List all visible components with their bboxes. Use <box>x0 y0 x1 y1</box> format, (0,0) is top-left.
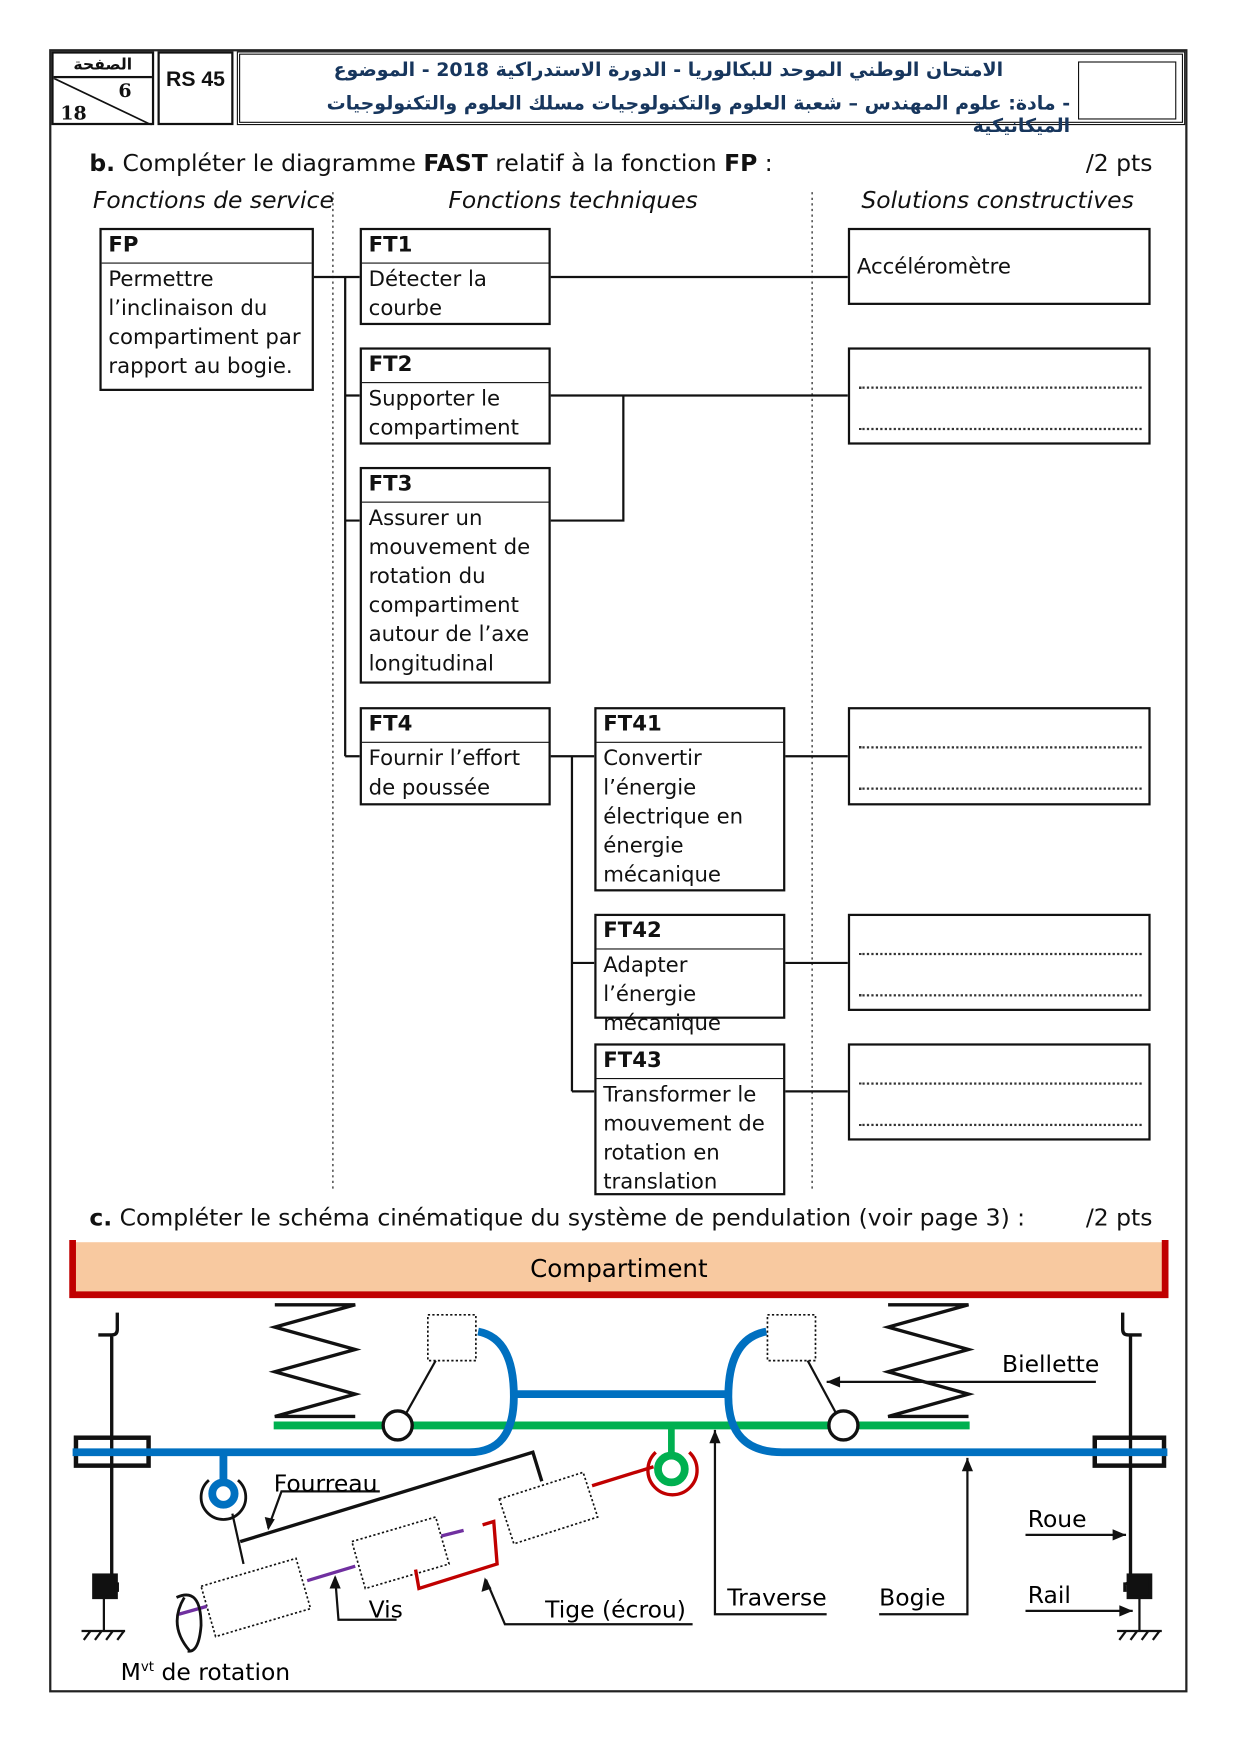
compartment-label: Compartiment <box>530 1254 708 1283</box>
page-total: 18 <box>60 102 87 126</box>
spring-right <box>881 1303 975 1419</box>
kinematic-diagram: Compartiment <box>69 1239 1169 1686</box>
label-tige: Tige (écrou) <box>544 1596 686 1624</box>
solution-ft43[interactable] <box>847 1043 1151 1141</box>
connector-ft4x <box>784 755 848 1093</box>
connector-ft2 <box>549 394 848 522</box>
ft43-box: FT43 Transformer le mouvement de rotatio… <box>594 1043 786 1196</box>
fp-text: Permettre l’inclinaison du compartiment … <box>108 266 301 379</box>
section-b-title: b. Compléter le diagramme FAST relatif à… <box>89 150 772 177</box>
section-c-points: /2 pts <box>1085 1204 1153 1232</box>
answer-line[interactable] <box>859 746 1142 749</box>
section-letter: c. <box>89 1204 113 1232</box>
title-fast: FAST <box>423 149 488 177</box>
pivot-left <box>381 1409 414 1442</box>
column-header-techniques: Fonctions techniques <box>448 186 698 214</box>
ft-id: FT43 <box>596 1046 784 1080</box>
solution-text: Accéléromètre <box>856 254 1011 280</box>
ft-text: Fournir l’effort de poussée <box>368 746 521 800</box>
spring-left <box>268 1303 362 1419</box>
compartment <box>72 1242 1166 1295</box>
answer-line[interactable] <box>859 787 1142 790</box>
solution-ft41[interactable] <box>847 707 1151 806</box>
label-traverse: Traverse <box>726 1583 826 1611</box>
exam-code: RS 45 <box>165 68 225 92</box>
ft-id: FT42 <box>596 916 784 950</box>
section-b-points: /2 pts <box>1085 149 1153 177</box>
fp-id: FP <box>101 230 312 264</box>
label-roue: Roue <box>1028 1505 1087 1533</box>
solution-ft1: Accéléromètre <box>847 227 1151 305</box>
ft-text: Transformer le mouvement de rotation en … <box>603 1082 765 1195</box>
column-header-solutions: Solutions constructives <box>861 186 1134 214</box>
title-text: Compléter le schéma cinématique du systè… <box>119 1204 1026 1232</box>
ft-text: Adapter l’énergie mécanique <box>603 952 721 1036</box>
title-text: relatif à la fonction <box>487 149 725 177</box>
ft42-box: FT42 Adapter l’énergie mécanique <box>594 913 786 1036</box>
ft-id: FT41 <box>596 709 784 743</box>
connector-fp <box>312 275 360 758</box>
rotation-arrow-icon <box>175 1593 203 1653</box>
label-rail: Rail <box>1028 1581 1071 1609</box>
left-wheel <box>73 1312 151 1641</box>
answer-line[interactable] <box>859 386 1142 389</box>
section-c-title: c. Compléter le schéma cinématique du sy… <box>89 1204 1025 1231</box>
ft-id: FT2 <box>361 350 549 384</box>
exam-title-box: الامتحان الوطني الموحد للبكالوريا - الدو… <box>236 51 1186 137</box>
column-header-service: Fonctions de service <box>92 186 334 214</box>
title-text: Compléter le diagramme <box>122 149 424 177</box>
ft-id: FT3 <box>361 469 549 503</box>
exam-code-box: RS 45 <box>157 51 234 126</box>
exam-title-line1: الامتحان الوطني الموحد للبكالوريا - الدو… <box>333 59 1004 82</box>
ft2-box: FT2 Supporter le compartiment <box>359 347 551 445</box>
arrowheads <box>264 1376 1133 1617</box>
fast-connectors <box>312 192 848 1190</box>
page-number: 6 <box>118 80 132 103</box>
traverse <box>72 1327 1168 1486</box>
label-fourreau: Fourreau <box>274 1469 378 1497</box>
answer-line[interactable] <box>859 427 1142 431</box>
ft-text: Supporter le compartiment <box>368 386 519 441</box>
ft1-box: FT1 Détecter la courbe <box>359 227 551 326</box>
page-number-box: الصفحة 6 18 <box>51 51 155 126</box>
label-biellette: Biellette <box>1002 1350 1099 1378</box>
ft4-box: FT4 Fournir l’effort de poussée <box>359 707 551 806</box>
blank-code-box <box>1078 61 1177 120</box>
fp-box: FP Permettre l’inclinaison du compartime… <box>99 227 314 391</box>
label-bogie: Bogie <box>879 1583 945 1611</box>
ft-text: Détecter la courbe <box>368 266 487 321</box>
answer-line[interactable] <box>859 1123 1142 1127</box>
answer-line[interactable] <box>859 952 1142 956</box>
exam-title-line2: - مادة: علوم المهندس – شعبة العلوم والتك… <box>326 92 1071 138</box>
solution-ft2-ft3[interactable] <box>847 347 1151 445</box>
diagonal-divider <box>53 78 152 126</box>
ft-text: Convertir l’énergie électrique en énergi… <box>603 746 744 887</box>
label-mvt-rotation: Mvt de rotation <box>121 1658 291 1686</box>
answer-line[interactable] <box>859 1082 1142 1085</box>
section-letter: b. <box>89 149 116 177</box>
ft-id: FT1 <box>361 230 549 264</box>
title-fp: FP <box>724 149 758 177</box>
page-border <box>49 49 1188 1693</box>
title-text: : <box>757 149 773 177</box>
connector-ft4 <box>549 755 595 1093</box>
ft3-box: FT3 Assurer un mouvement de rotation du … <box>359 466 551 684</box>
right-wheel <box>1092 1312 1167 1641</box>
ft41-box: FT41 Convertir l’énergie électrique en é… <box>594 707 786 892</box>
label-vis: Vis <box>369 1596 403 1624</box>
pivot-right <box>827 1409 860 1442</box>
page-label: الصفحة <box>53 54 152 79</box>
ft-text: Assurer un mouvement de rotation du comp… <box>368 506 531 676</box>
ft-id: FT4 <box>361 709 549 743</box>
answer-line[interactable] <box>859 994 1142 997</box>
solution-ft42[interactable] <box>847 913 1151 1011</box>
